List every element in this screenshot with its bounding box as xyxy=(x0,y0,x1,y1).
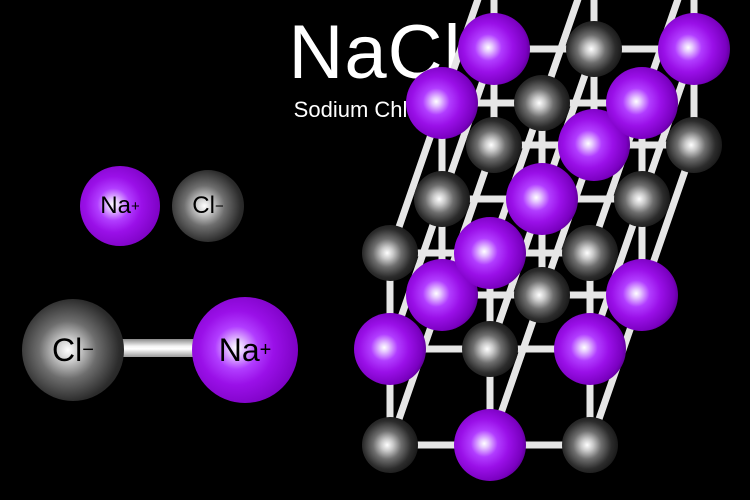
lattice-chloride-atom xyxy=(614,171,670,227)
sodium-ion-bonded: Na+ xyxy=(192,297,298,403)
lattice-sodium-atom xyxy=(406,259,478,331)
lattice-chloride-atom xyxy=(566,21,622,77)
chloride-charge: − xyxy=(214,197,224,215)
sodium-ion-small: Na+ xyxy=(80,166,160,246)
lattice-sodium-atom xyxy=(506,163,578,235)
lattice-sodium-atom xyxy=(606,259,678,331)
lattice-sodium-atom xyxy=(454,409,526,481)
sodium-charge: + xyxy=(130,197,140,215)
sodium-symbol: Na xyxy=(218,331,260,368)
chloride-symbol: Cl xyxy=(192,192,215,219)
lattice-sodium-atom xyxy=(558,109,630,181)
chloride-symbol: Cl xyxy=(52,331,83,368)
lattice-chloride-atom xyxy=(562,417,618,473)
lattice-chloride-atom xyxy=(666,117,722,173)
lattice-chloride-atom xyxy=(462,321,518,377)
ionic-bond xyxy=(112,339,214,357)
lattice-sodium-atom xyxy=(658,13,730,85)
lattice-sodium-atom xyxy=(606,67,678,139)
lattice-chloride-atom xyxy=(362,225,418,281)
sodium-symbol: Na xyxy=(100,192,131,219)
chloride-ion-small: Cl− xyxy=(172,170,244,242)
lattice-sodium-atom xyxy=(354,313,426,385)
chloride-ion-bonded: Cl− xyxy=(22,299,124,401)
sodium-charge: + xyxy=(259,338,272,361)
chloride-charge: − xyxy=(82,338,94,361)
lattice-chloride-atom xyxy=(514,267,570,323)
lattice-chloride-atom xyxy=(414,171,470,227)
lattice-sodium-atom xyxy=(406,67,478,139)
lattice-chloride-atom xyxy=(514,75,570,131)
lattice-chloride-atom xyxy=(562,225,618,281)
lattice-sodium-atom xyxy=(454,217,526,289)
lattice-chloride-atom xyxy=(362,417,418,473)
lattice-sodium-atom xyxy=(554,313,626,385)
lattice-sodium-atom xyxy=(458,13,530,85)
lattice-chloride-atom xyxy=(466,117,522,173)
